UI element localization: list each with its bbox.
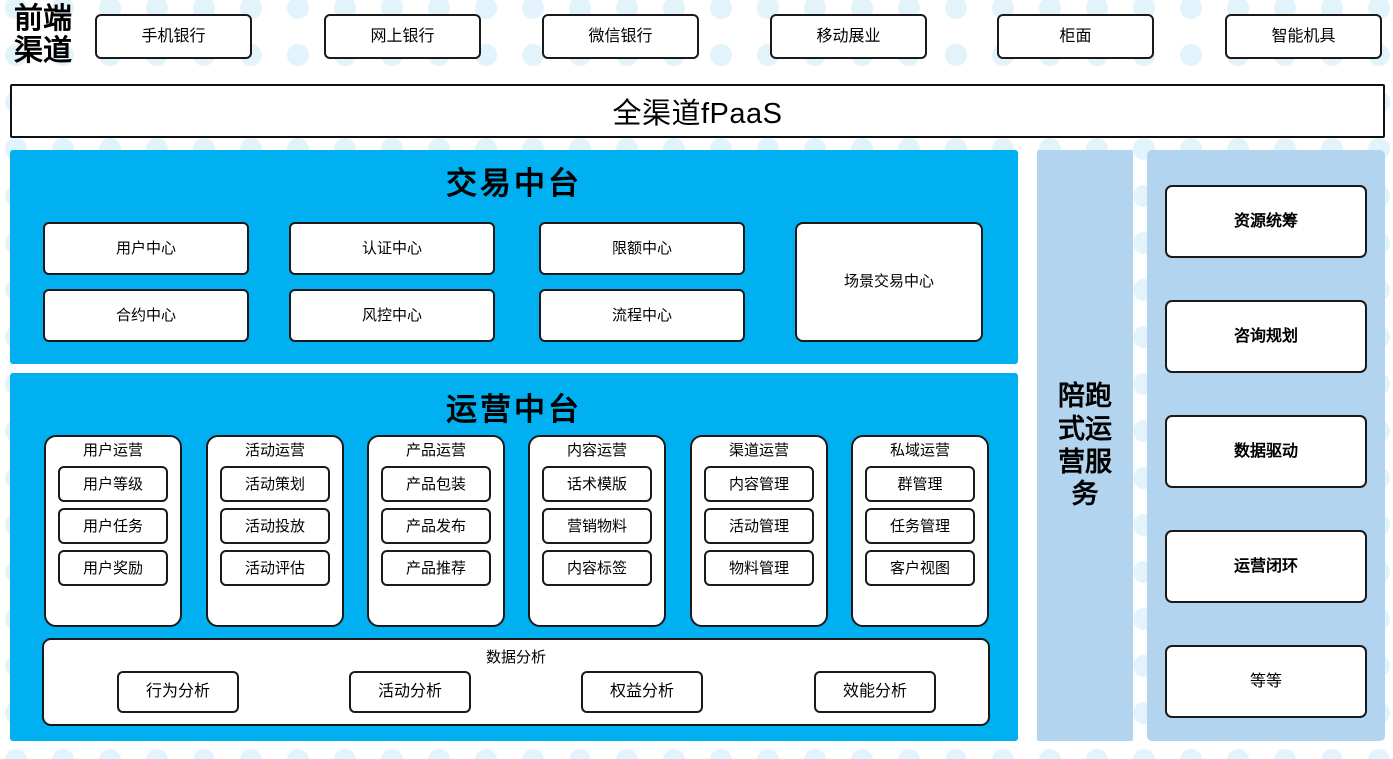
service-box-operation-closed-loop[interactable]: 运营闭环 [1165,530,1367,603]
channel-box-mobile-bank[interactable]: 手机银行 [95,14,252,59]
channel-box-counter[interactable]: 柜面 [997,14,1154,59]
data-analysis-box-benefit[interactable]: 权益分析 [581,671,703,713]
ops-column-title: 活动运营 [244,442,305,459]
ops-platform-title: 运营中台 [446,392,582,427]
service-capability-panel: 资源统筹 咨询规划 数据驱动 运营闭环 等等 [1147,150,1385,741]
ops-item-user-task[interactable]: 用户任务 [58,507,168,544]
trade-box-auth-center[interactable]: 认证中心 [289,222,495,275]
trade-box-limit-center[interactable]: 限额中心 [539,222,745,275]
data-analysis-panel: 数据分析 行为分析 活动分析 权益分析 效能分析 [42,638,990,726]
service-box-etc[interactable]: 等等 [1165,645,1367,718]
ops-item-group-management[interactable]: 群管理 [865,465,975,502]
ops-item-product-recommend[interactable]: 产品推荐 [381,549,491,586]
service-box-data-driven[interactable]: 数据驱动 [1165,415,1367,488]
trade-box-contract-center[interactable]: 合约中心 [43,289,249,342]
ops-item-task-management[interactable]: 任务管理 [865,507,975,544]
ops-column-user: 用户运营 用户等级 用户任务 用户奖励 [44,435,182,627]
trade-platform-panel: 交易中台 用户中心 认证中心 限额中心 合约中心 风控中心 流程中心 场景交易中… [10,150,1018,364]
ops-item-product-packaging[interactable]: 产品包装 [381,465,491,502]
ops-item-material-management[interactable]: 物料管理 [704,549,814,586]
ops-column-title: 私域运营 [889,442,950,459]
ops-platform-panel: 运营中台 用户运营 用户等级 用户任务 用户奖励 活动运营 活动策划 活动投放 … [10,373,1018,741]
ops-item-content-management[interactable]: 内容管理 [704,465,814,502]
ops-column-title: 用户运营 [82,442,143,459]
data-analysis-title: 数据分析 [485,649,546,666]
ops-column-title: 产品运营 [405,442,466,459]
frontend-channel-label: 前端 渠道 [13,2,72,67]
ops-item-marketing-material[interactable]: 营销物料 [542,507,652,544]
ops-column-channel: 渠道运营 内容管理 活动管理 物料管理 [690,435,828,627]
accompany-service-label: 陪跑式运营服务 [1058,380,1112,510]
ops-item-activity-planning[interactable]: 活动策划 [220,465,330,502]
trade-platform-title: 交易中台 [446,166,582,201]
channel-box-smart-machine[interactable]: 智能机具 [1225,14,1382,59]
ops-column-content: 内容运营 话术模版 营销物料 内容标签 [528,435,666,627]
ops-item-user-level[interactable]: 用户等级 [58,465,168,502]
channel-box-wechat-bank[interactable]: 微信银行 [542,14,699,59]
data-analysis-box-activity[interactable]: 活动分析 [349,671,471,713]
ops-item-content-tag[interactable]: 内容标签 [542,549,652,586]
ops-item-activity-launch[interactable]: 活动投放 [220,507,330,544]
trade-box-scene-trade-center[interactable]: 场景交易中心 [795,222,983,342]
ops-column-title: 内容运营 [566,442,627,459]
ops-column-activity: 活动运营 活动策划 活动投放 活动评估 [206,435,344,627]
ops-item-script-template[interactable]: 话术模版 [542,465,652,502]
trade-box-process-center[interactable]: 流程中心 [539,289,745,342]
data-analysis-box-behavior[interactable]: 行为分析 [117,671,239,713]
ops-column-title: 渠道运营 [728,442,789,459]
data-analysis-box-efficiency[interactable]: 效能分析 [814,671,936,713]
channel-box-mobile-business[interactable]: 移动展业 [770,14,927,59]
service-box-consulting-planning[interactable]: 咨询规划 [1165,300,1367,373]
ops-item-customer-view[interactable]: 客户视图 [865,549,975,586]
ops-item-user-reward[interactable]: 用户奖励 [58,549,168,586]
channel-box-internet-bank[interactable]: 网上银行 [324,14,481,59]
accompany-service-column: 陪跑式运营服务 [1037,150,1133,741]
ops-item-activity-evaluation[interactable]: 活动评估 [220,549,330,586]
trade-box-riskcontrol-center[interactable]: 风控中心 [289,289,495,342]
trade-box-user-center[interactable]: 用户中心 [43,222,249,275]
ops-column-product: 产品运营 产品包装 产品发布 产品推荐 [367,435,505,627]
service-box-resource-coordination[interactable]: 资源统筹 [1165,185,1367,258]
ops-item-product-release[interactable]: 产品发布 [381,507,491,544]
omnichannel-fpaas-bar: 全渠道fPaaS [10,84,1385,138]
ops-item-activity-management[interactable]: 活动管理 [704,507,814,544]
ops-column-private-domain: 私域运营 群管理 任务管理 客户视图 [851,435,989,627]
